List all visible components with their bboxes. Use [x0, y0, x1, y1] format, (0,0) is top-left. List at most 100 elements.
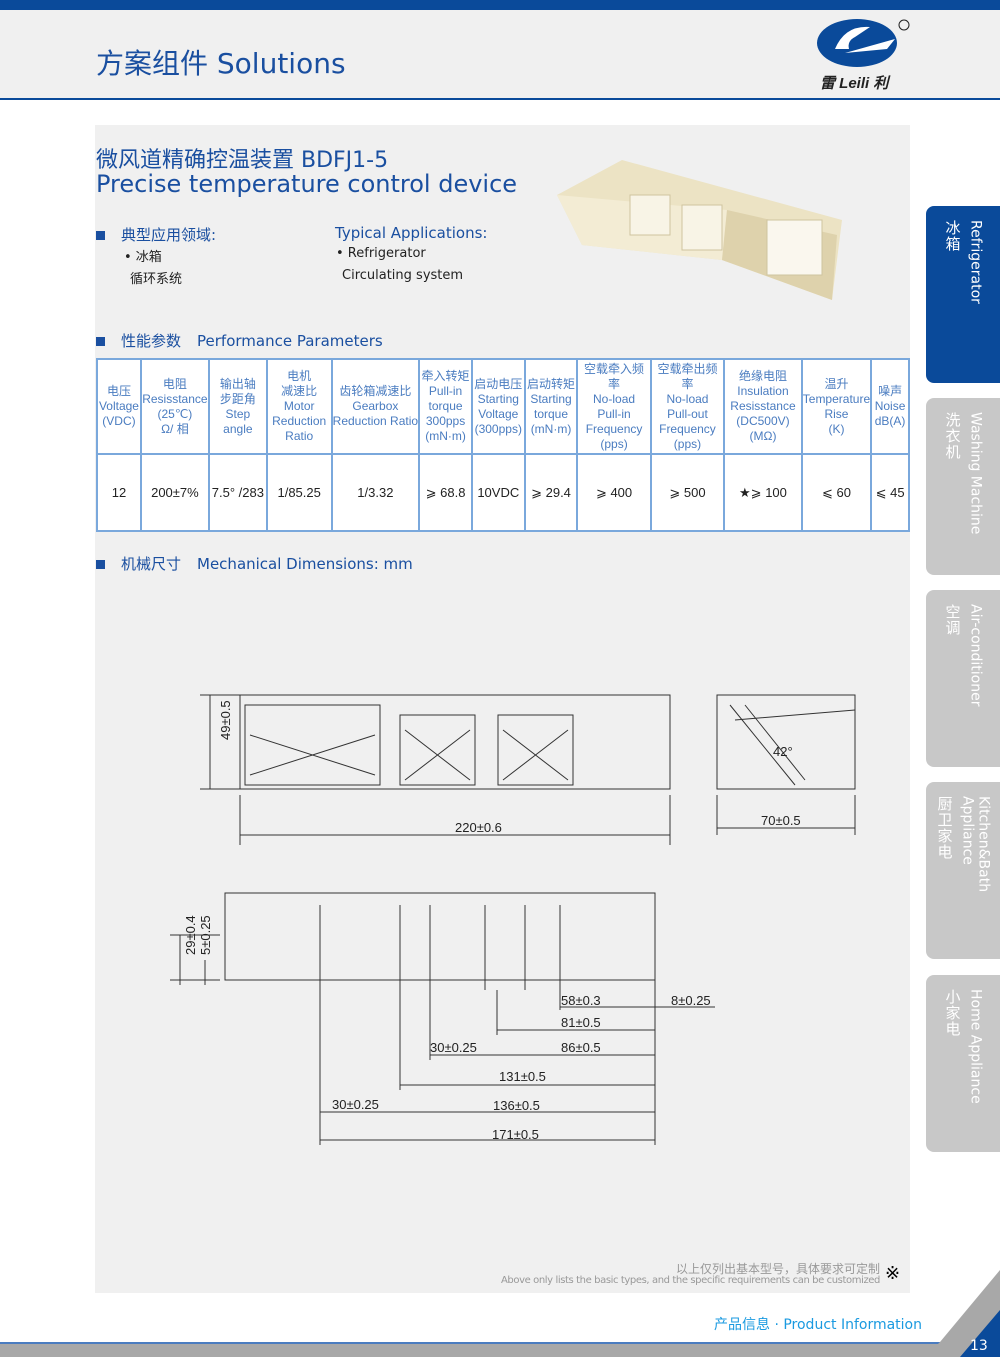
tab-label-cn: 厨卫家电 [935, 796, 954, 860]
header-line: 绝缘电阻 [738, 369, 787, 383]
header-line: Voltage [98, 399, 139, 413]
header-line: Reduction [272, 414, 327, 428]
header-line: 减速比 [281, 384, 318, 398]
header-line: Ratio [285, 429, 314, 443]
table-cell: ⩽ 60 [800, 453, 873, 532]
header-line: (pps) [600, 436, 628, 451]
svg-text:131±0.5: 131±0.5 [499, 1069, 546, 1084]
note-cn: 以上仅列出基本型号，具体要求可定制 [675, 1262, 880, 1276]
header-line: (25℃) [157, 406, 193, 421]
table-cell: ⩾ 29.4 [523, 453, 579, 532]
svg-text:雷 Leili 利: 雷 Leili 利 [820, 75, 891, 92]
top-bar [0, 0, 1000, 10]
table-cell: ⩾ 68.8 [418, 453, 473, 532]
tab-kitchen-bath-appliance[interactable]: 厨卫家电 Kitchen&Bath Appliance [926, 782, 1000, 959]
tab-label-cn: 空调 [943, 604, 962, 636]
header-line: Gearbox [352, 399, 399, 413]
header-line: Frequency [659, 421, 716, 436]
tab-label-en: Air-conditioner [967, 604, 984, 707]
table-cell: ⩾ 500 [649, 453, 726, 532]
header-line: 牵入转矩 [421, 369, 470, 383]
bullet-square-icon [96, 337, 105, 346]
svg-text:70±0.5: 70±0.5 [761, 813, 801, 828]
header-line: Ω/ 相 [161, 421, 189, 436]
tab-air-conditioner[interactable]: 空调 Air-conditioner [926, 590, 1000, 767]
header-line: (mN·m) [425, 429, 466, 443]
page-title: 方案组件 Solutions [96, 47, 346, 80]
svg-text:86±0.5: 86±0.5 [561, 1040, 601, 1055]
tab-label-cn: 冰箱 [943, 220, 962, 252]
mechanical-drawing: 49±0.5 220±0.6 42° 70±0.5 29±0.4 5±0.25 … [170, 694, 856, 1145]
header-line: Rise [824, 406, 849, 421]
header-line: Motor [283, 399, 315, 413]
header-line: Reduction Ratio [332, 414, 419, 428]
table-cell: 1/3.32 [330, 453, 421, 532]
svg-text:30±0.25: 30±0.25 [430, 1040, 477, 1055]
header-line: 输出轴 [219, 376, 256, 391]
product-image [557, 160, 842, 300]
content-panel [95, 125, 910, 1293]
table-cell: ⩾ 400 [576, 453, 652, 532]
table-cell: 1/85.25 [265, 453, 333, 532]
product-title-cn: 微风道精确控温装置 BDFJ1-5 [96, 148, 389, 173]
front-view [200, 694, 671, 845]
header-line: 温升 [824, 376, 849, 391]
bullet-square-icon [96, 231, 105, 240]
header-line: Pull-in [597, 406, 631, 421]
header-line: 齿轮箱减速比 [339, 384, 412, 398]
side-view [716, 694, 856, 835]
svg-text:29±0.4: 29±0.4 [183, 915, 198, 955]
header-line: 启动电压 [474, 376, 523, 391]
svg-text:171±0.5: 171±0.5 [492, 1127, 539, 1142]
header-line: Noise [874, 399, 906, 413]
application-cn-1: • 冰箱 [124, 250, 162, 265]
header-line: 300pps [425, 414, 466, 428]
tab-label-en: Refrigerator [967, 220, 984, 304]
header-line: 空载牵出频率 [657, 361, 718, 391]
tab-label-cn: 洗衣机 [943, 412, 962, 460]
applications-heading-cn: 典型应用领域: [96, 224, 216, 245]
svg-text:136±0.5: 136±0.5 [493, 1098, 540, 1113]
application-en-2: Circulating system [342, 268, 464, 283]
application-cn-2: 循环系统 [130, 272, 183, 287]
header-line: 空载牵入频率 [584, 361, 645, 391]
table-cell: 200±7% [139, 453, 210, 532]
header-line: Voltage [478, 406, 519, 421]
svg-text:58±0.3: 58±0.3 [561, 993, 601, 1008]
header-line: No-load [593, 391, 636, 406]
header-line: Resisstance [142, 391, 208, 406]
footer-label: 产品信息 · Product Information [714, 1317, 922, 1333]
header-line: 电机 [287, 369, 312, 383]
leili-logo: 雷 Leili 利 [817, 19, 910, 92]
svg-text:8±0.25: 8±0.25 [671, 993, 711, 1008]
product-title-en: Precise temperature control device [96, 170, 518, 198]
svg-text:81±0.5: 81±0.5 [561, 1015, 601, 1030]
bottom-view [170, 892, 715, 1145]
svg-text:30±0.25: 30±0.25 [332, 1097, 379, 1112]
header-line: 步距角 [219, 391, 256, 406]
table-cell: ★⩾ 100 [723, 453, 803, 532]
header-line: Pull-out [667, 406, 708, 421]
tab-label-en: Home Appliance [967, 989, 984, 1104]
header-line: dB(A) [874, 414, 906, 428]
header-line: (K) [828, 421, 845, 436]
header-line: (DC500V)(MΩ) [736, 414, 790, 443]
header-line: torque [534, 406, 569, 421]
svg-text:49±0.5: 49±0.5 [218, 700, 233, 740]
tab-label-en: Kitchen&Bath Appliance [959, 796, 992, 893]
tab-refrigerator[interactable]: 冰箱 Refrigerator [926, 206, 1000, 383]
corner-decoration [925, 1270, 1000, 1357]
header-line: 噪声 [878, 384, 903, 398]
